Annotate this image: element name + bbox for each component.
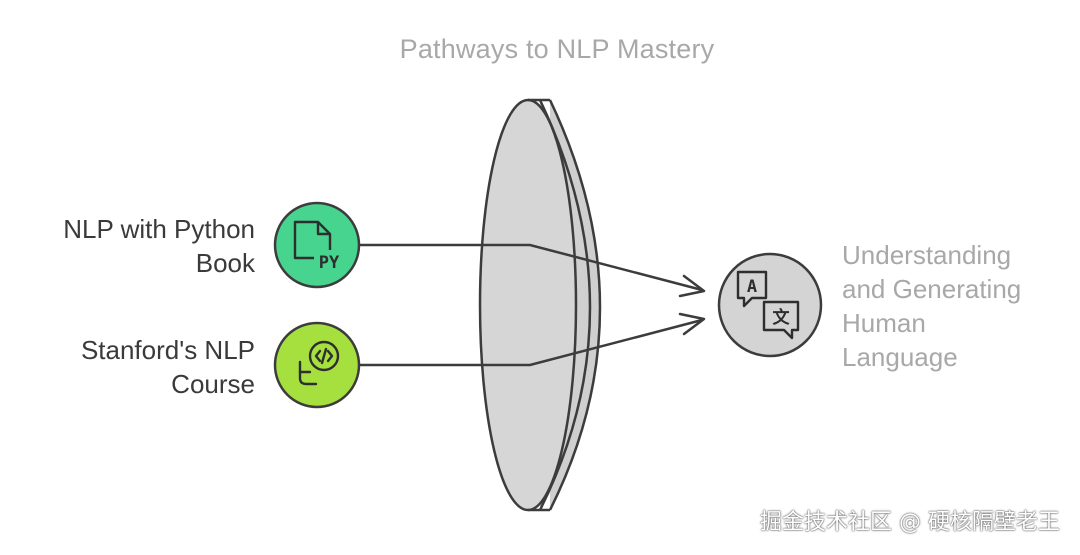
python-file-icon-text: PY bbox=[319, 253, 340, 273]
stanford-course-label: Stanford's NLP Course bbox=[15, 333, 255, 401]
python-book-label-line2: Book bbox=[195, 248, 255, 278]
connector-python bbox=[360, 243, 703, 292]
stanford-course-circle bbox=[273, 321, 361, 409]
translation-icon: A 文 bbox=[736, 270, 800, 340]
connector-stanford bbox=[360, 318, 703, 367]
stanford-course-node bbox=[273, 321, 361, 409]
output-label: Understanding and Generating Human Langu… bbox=[842, 238, 1072, 374]
python-book-label: NLP with Python Book bbox=[15, 212, 255, 280]
translation-icon-letter-a: A bbox=[747, 277, 757, 297]
translation-icon-letter-x: 文 bbox=[773, 307, 791, 328]
stanford-course-label-line1: Stanford's NLP bbox=[80, 335, 255, 365]
python-book-label-line1: NLP with Python bbox=[63, 214, 255, 244]
output-label-line4: Language bbox=[842, 342, 958, 372]
python-book-node: PY bbox=[273, 201, 361, 289]
watermark: 掘金技术社区 @ 硬核隔壁老王 bbox=[760, 510, 1060, 535]
lens-face bbox=[478, 98, 578, 512]
output-label-line1: Understanding bbox=[842, 240, 1012, 270]
python-file-icon: PY bbox=[293, 220, 344, 273]
stanford-course-label-line2: Course bbox=[171, 369, 255, 399]
output-label-line2: and Generating bbox=[842, 274, 1022, 304]
output-node: A 文 bbox=[717, 252, 823, 358]
arrowhead-python bbox=[678, 274, 706, 298]
code-speech-icon bbox=[298, 340, 340, 386]
arrowhead-stanford bbox=[678, 312, 706, 336]
output-label-line3: Human bbox=[842, 308, 926, 338]
python-book-circle bbox=[273, 201, 361, 289]
diagram-title: Pathways to NLP Mastery bbox=[399, 34, 715, 64]
